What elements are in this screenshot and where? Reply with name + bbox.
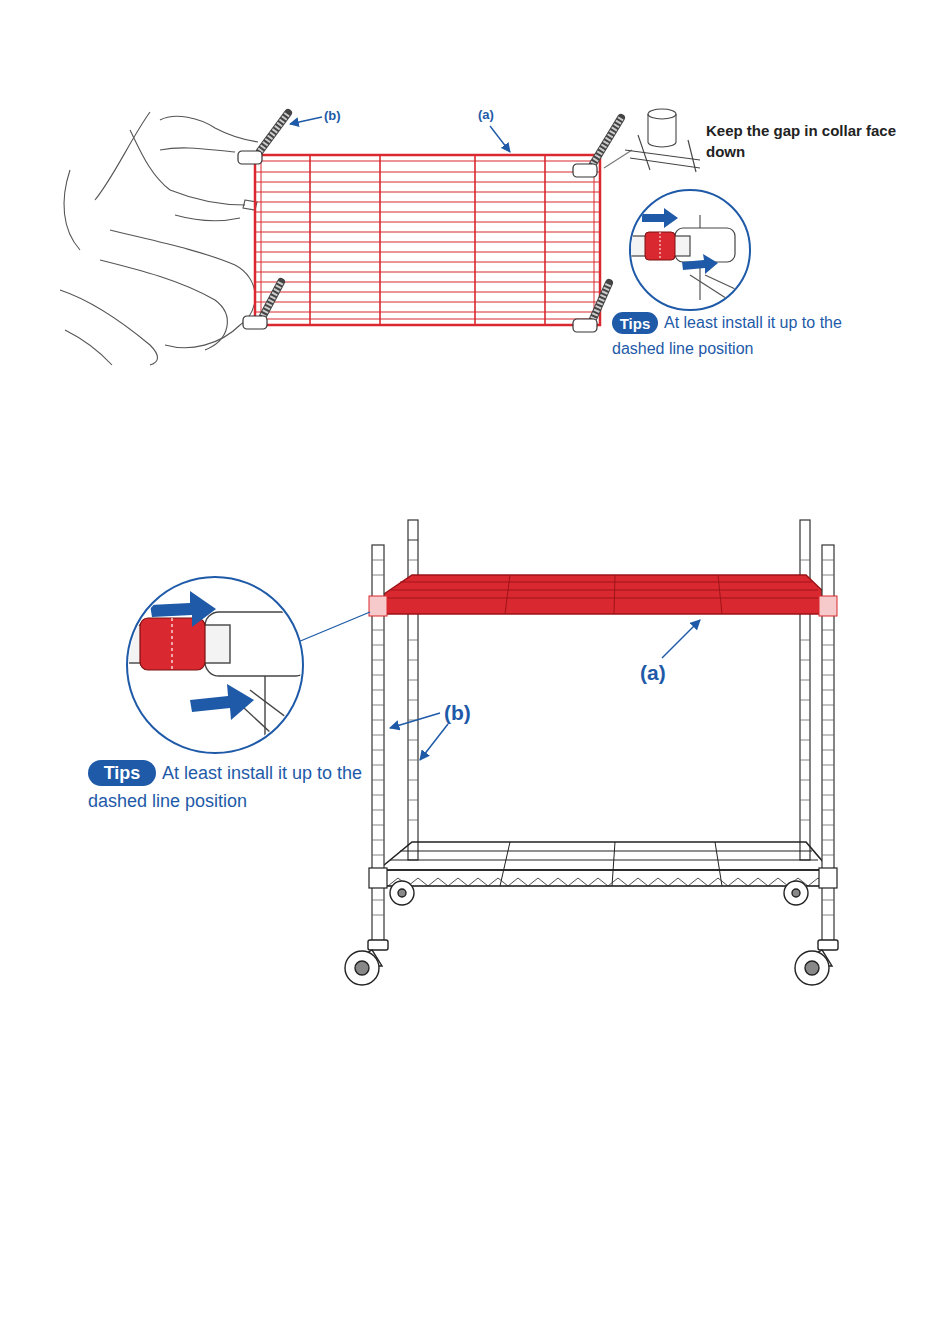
post-with-collar xyxy=(238,113,621,332)
part-letter: (a) xyxy=(478,107,494,123)
tip-text: At least install it up to the dashed lin… xyxy=(88,759,378,815)
leader-line xyxy=(390,620,700,760)
note-text: Keep the gap in collar face down xyxy=(706,120,911,162)
cart-illustration xyxy=(345,520,838,985)
part-letter: (a) xyxy=(640,660,666,685)
tips-label: Tips xyxy=(620,315,651,332)
leader-line xyxy=(290,117,510,152)
inset-detail xyxy=(625,190,770,320)
tips-label: Tips xyxy=(104,763,141,784)
part-letter: (b) xyxy=(444,700,471,725)
tips-badge: Tips xyxy=(88,760,156,786)
person-sketch xyxy=(60,112,258,365)
wire-shelf xyxy=(255,155,600,325)
inset-detail xyxy=(120,577,370,760)
tip-text: At least install it up to the dashed lin… xyxy=(612,310,880,362)
collar-detail xyxy=(604,109,700,172)
tips-badge: Tips xyxy=(612,312,658,334)
part-letter: (b) xyxy=(324,108,341,124)
